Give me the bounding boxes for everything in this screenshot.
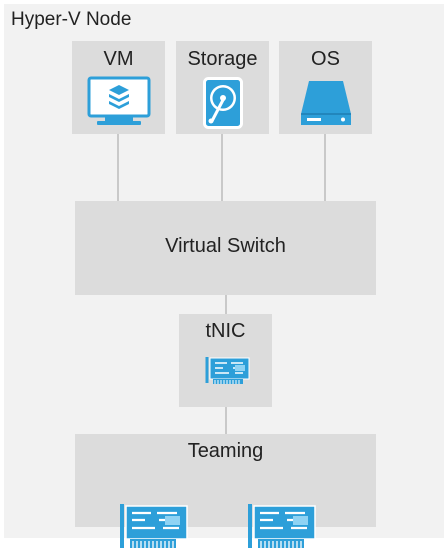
network-card-icon [205, 355, 251, 387]
storage-box: Storage [176, 41, 269, 134]
teaming-label: Teaming [187, 440, 264, 462]
os-box: OS [279, 41, 372, 134]
connector-os-switch [324, 134, 326, 201]
physical-nic-1-icon [119, 502, 189, 552]
connector-tnic-teaming [225, 407, 227, 434]
hyper-v-node-title: Hyper-V Node [11, 9, 132, 30]
hard-drive-icon [203, 77, 243, 129]
tnic-label: tNIC [205, 320, 246, 342]
teaming-box: Teaming [75, 434, 376, 527]
connector-switch-tnic [225, 295, 227, 314]
vm-box: VM [72, 41, 165, 134]
tnic-box: tNIC [179, 314, 272, 407]
vm-label: VM [103, 48, 134, 70]
virtual-switch-label: Virtual Switch [165, 235, 286, 257]
connector-vm-switch [117, 134, 119, 201]
virtual-switch-box: Virtual Switch [75, 201, 376, 295]
server-drive-icon [299, 78, 353, 128]
connector-storage-switch [221, 134, 223, 201]
os-label: OS [311, 48, 340, 70]
physical-nic-2-icon [247, 502, 317, 552]
monitor-icon [87, 76, 151, 128]
storage-label: Storage [187, 48, 258, 70]
